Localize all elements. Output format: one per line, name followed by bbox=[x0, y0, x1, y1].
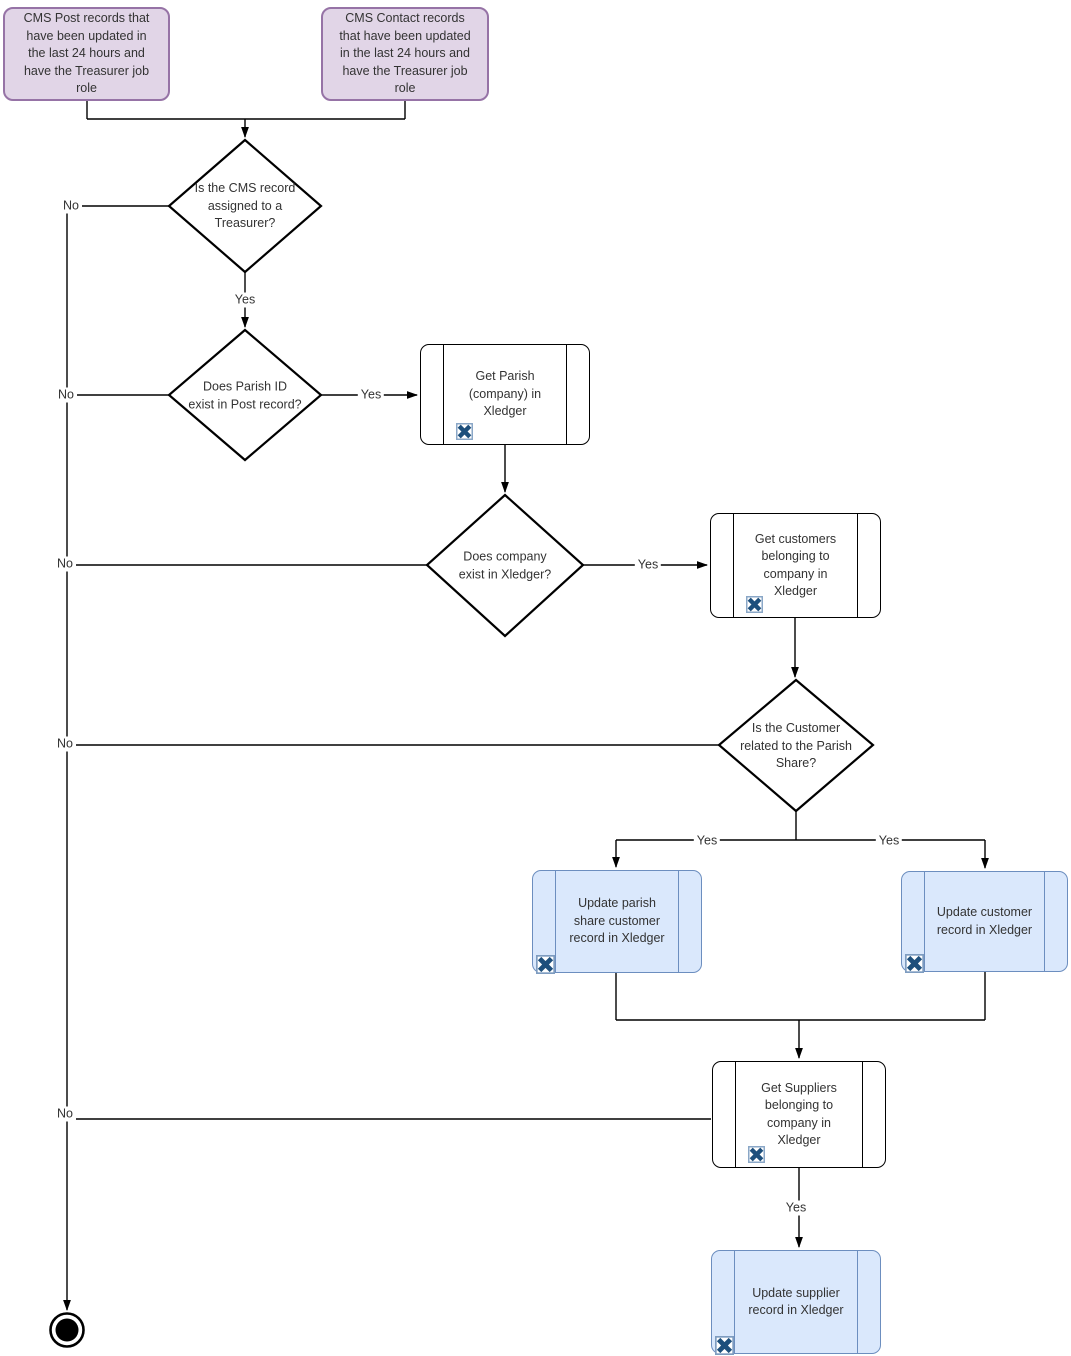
start-node-cms-contact: CMS Contact records that have been updat… bbox=[321, 7, 489, 101]
edge-label-no-1: No bbox=[60, 198, 82, 214]
decision-company-label: Does company exist in Xledger? bbox=[458, 549, 552, 582]
process-update-supplier: Update supplier record in Xledger bbox=[711, 1250, 881, 1355]
decision-company-shape bbox=[425, 493, 585, 638]
edge-label-yes-5: Yes bbox=[875, 833, 903, 849]
end-node bbox=[49, 1312, 85, 1348]
edge-label-no-2: No bbox=[55, 387, 77, 403]
edge-label-no-5: No bbox=[54, 1106, 76, 1122]
decision-parish-share-label: Is the Customer related to the Parish Sh… bbox=[740, 720, 852, 770]
process-update-parish-share-customer-label: Update parish share customer record in X… bbox=[569, 896, 665, 946]
edge-label-yes-6: Yes bbox=[782, 1200, 810, 1216]
process-get-suppliers-label: Get Suppliers belonging to company in Xl… bbox=[761, 1080, 837, 1148]
xledger-icon bbox=[536, 955, 555, 974]
decision-treasurer-label: Is the CMS record assigned to a Treasure… bbox=[194, 180, 296, 230]
xledger-icon bbox=[715, 1336, 734, 1355]
process-inner-line bbox=[677, 871, 679, 972]
process-inner-line bbox=[924, 872, 926, 971]
edge-label-yes-2: Yes bbox=[357, 387, 385, 403]
edge-label-no-4: No bbox=[54, 736, 76, 752]
decision-treasurer-shape bbox=[167, 138, 323, 274]
process-get-parish: Get Parish (company) in Xledger bbox=[420, 344, 590, 445]
decision-parish-share-shape bbox=[717, 678, 875, 813]
process-inner-line bbox=[735, 1062, 737, 1167]
process-get-parish-label: Get Parish (company) in Xledger bbox=[468, 369, 542, 419]
process-inner-line bbox=[443, 345, 445, 444]
process-update-customer: Update customer record in Xledger bbox=[901, 871, 1068, 973]
xledger-icon bbox=[456, 423, 473, 440]
decision-parish-id-label: Does Parish ID exist in Post record? bbox=[188, 379, 302, 412]
process-inner-line bbox=[856, 514, 858, 617]
process-get-customers: Get customers belonging to company in Xl… bbox=[710, 513, 881, 618]
xledger-icon bbox=[905, 954, 924, 973]
xledger-icon bbox=[748, 1146, 765, 1163]
start-node-cms-post-label: CMS Post records that have been updated … bbox=[23, 11, 150, 96]
process-update-customer-label: Update customer record in Xledger bbox=[936, 905, 1033, 937]
edge-label-no-3: No bbox=[54, 556, 76, 572]
process-inner-line bbox=[565, 345, 567, 444]
xledger-icon bbox=[746, 596, 763, 613]
process-get-suppliers: Get Suppliers belonging to company in Xl… bbox=[712, 1061, 886, 1168]
process-inner-line bbox=[861, 1062, 863, 1167]
process-inner-line bbox=[734, 1251, 736, 1353]
decision-parish-id-shape bbox=[167, 328, 323, 462]
start-node-cms-contact-label: CMS Contact records that have been updat… bbox=[339, 11, 471, 96]
process-inner-line bbox=[733, 514, 735, 617]
edge-label-yes-1: Yes bbox=[231, 292, 259, 308]
process-inner-line bbox=[1043, 872, 1045, 971]
process-update-parish-share-customer: Update parish share customer record in X… bbox=[532, 870, 702, 974]
start-node-cms-post: CMS Post records that have been updated … bbox=[3, 7, 170, 101]
process-inner-line bbox=[856, 1251, 858, 1353]
process-get-customers-label: Get customers belonging to company in Xl… bbox=[754, 531, 837, 599]
edge-label-yes-4: Yes bbox=[693, 833, 721, 849]
edge-label-yes-3: Yes bbox=[634, 557, 662, 573]
process-update-supplier-label: Update supplier record in Xledger bbox=[748, 1285, 844, 1318]
process-inner-line bbox=[555, 871, 557, 972]
